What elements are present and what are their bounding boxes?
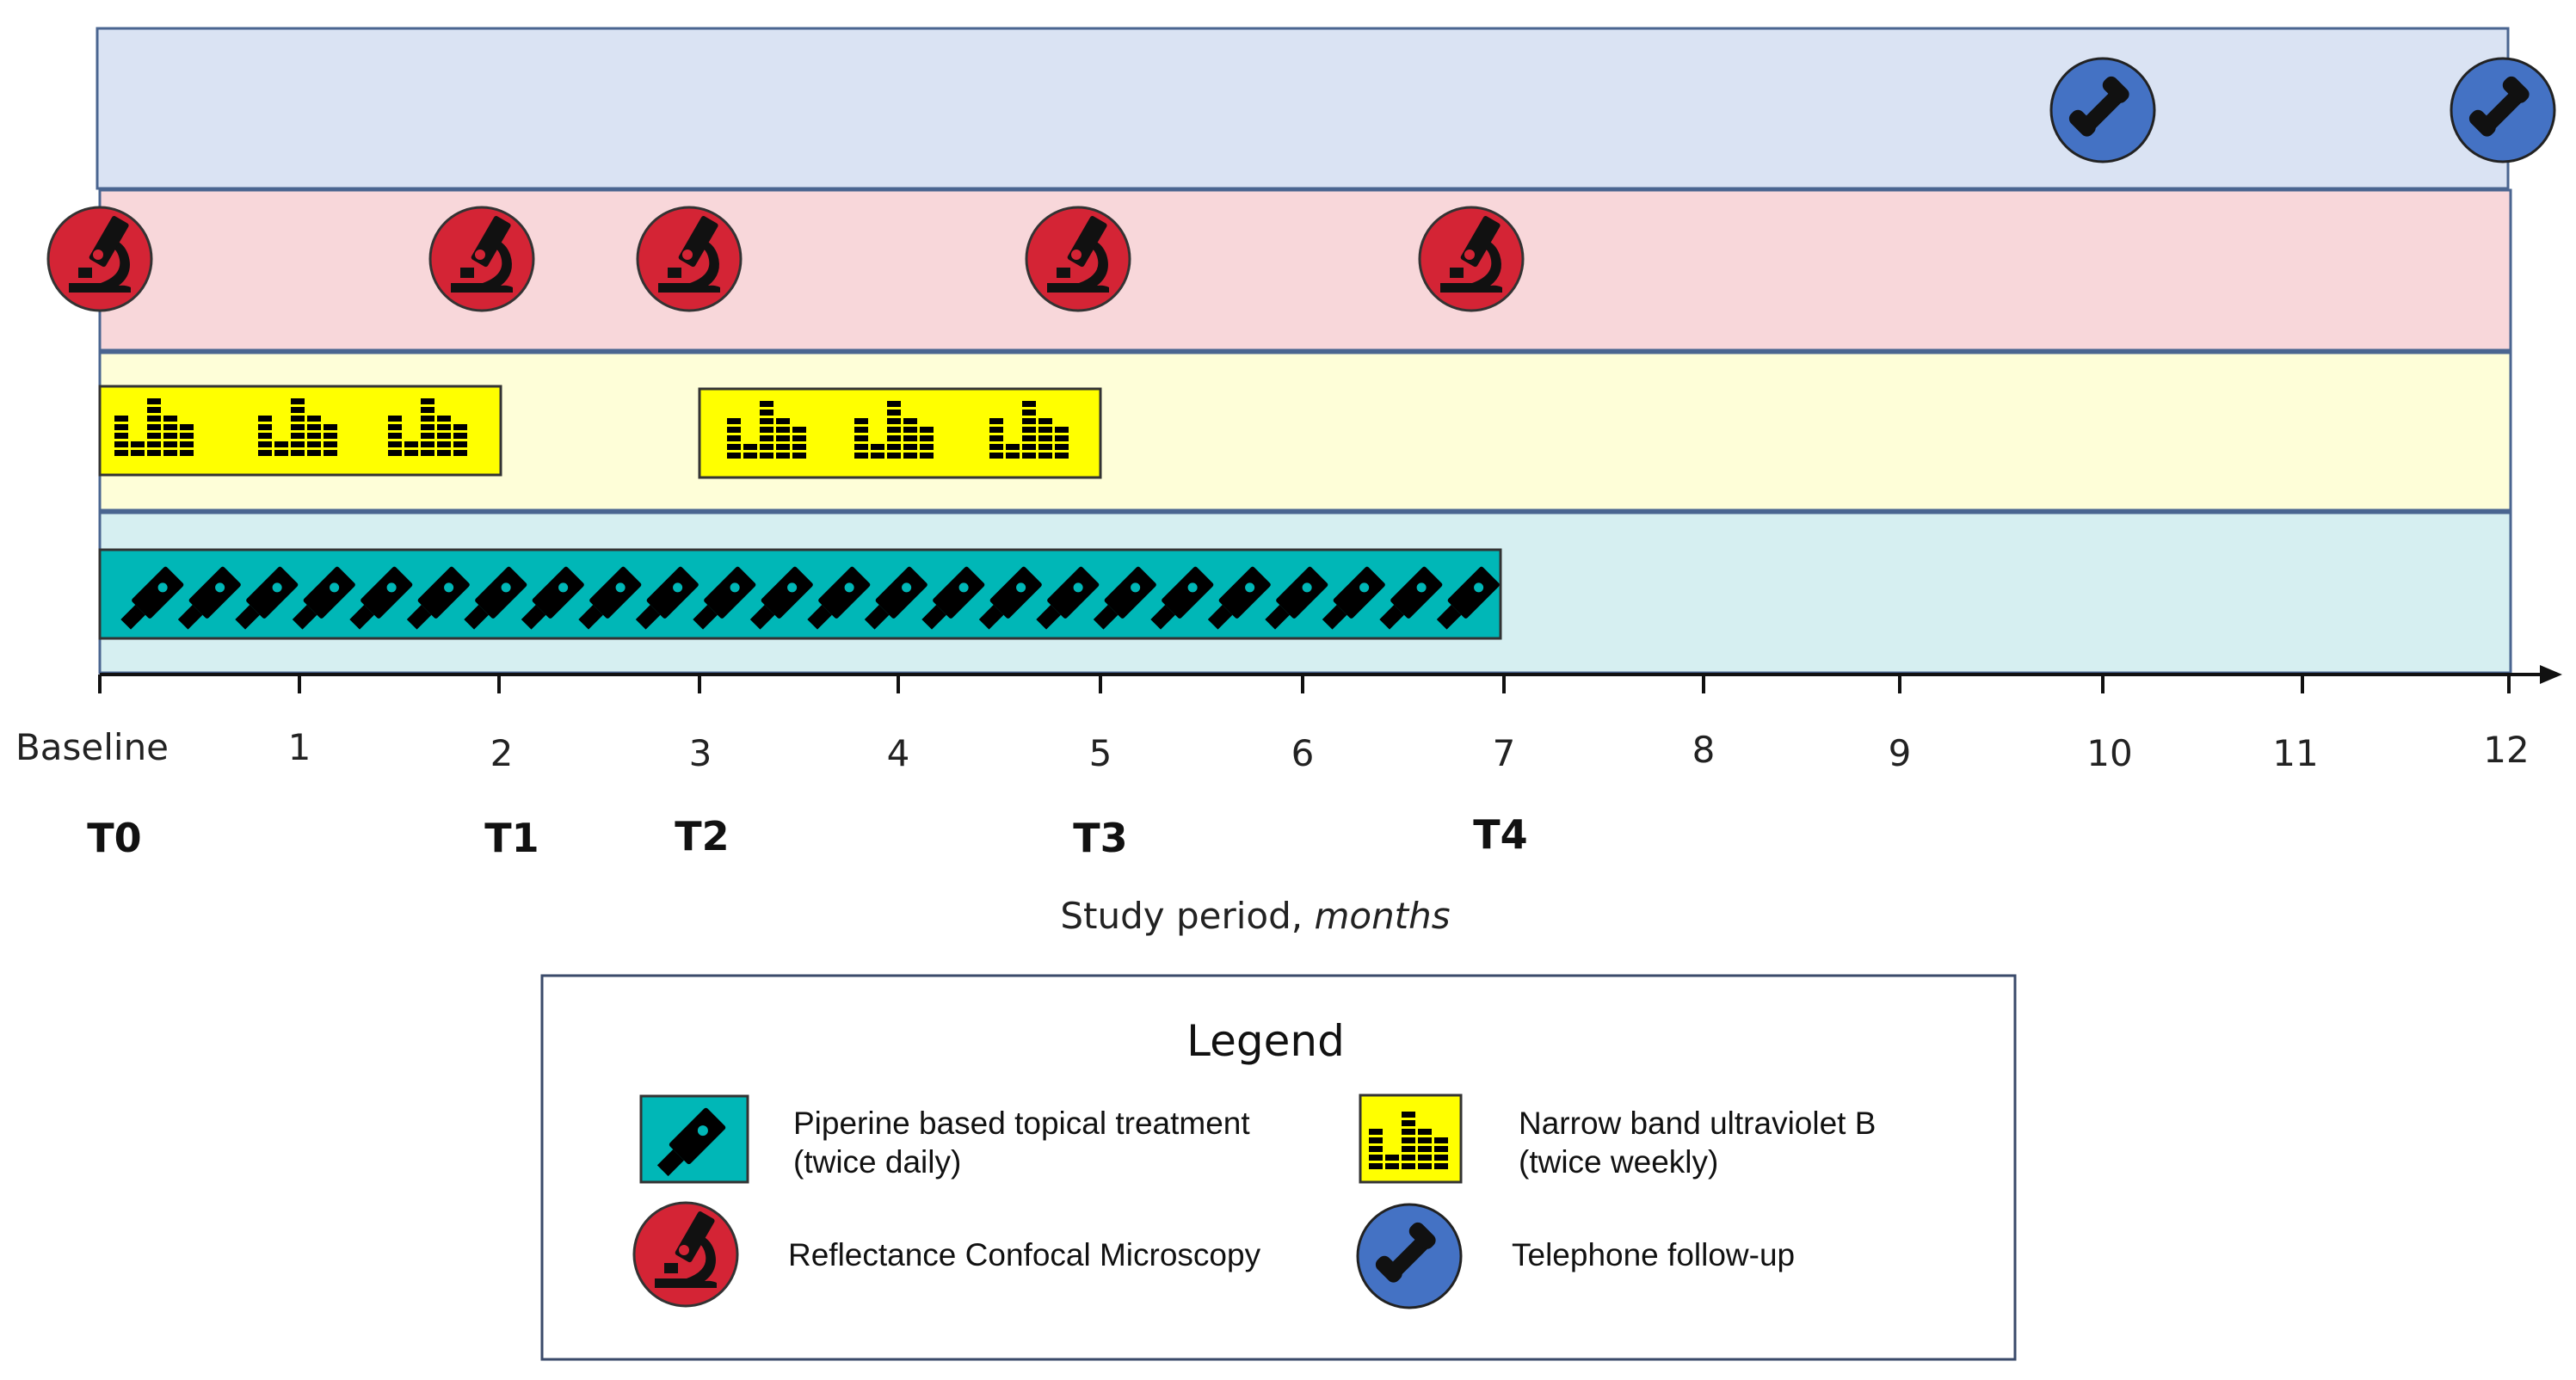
- axis-title-text: Study period,: [1060, 895, 1314, 937]
- axis-title-unit: months: [1314, 895, 1450, 937]
- telephone-icon: [2450, 57, 2556, 163]
- svg-text:(twice daily): (twice daily): [793, 1144, 961, 1180]
- svg-text:Reflectance Confocal Microscop: Reflectance Confocal Microscopy: [788, 1237, 1261, 1272]
- tick-label-baseline: Baseline: [15, 726, 169, 768]
- tick-label-9: 9: [1889, 732, 1912, 774]
- svg-text:Narrow band ultraviolet B: Narrow band ultraviolet B: [1519, 1106, 1876, 1141]
- microscope-icon: [632, 1201, 739, 1308]
- piperine-period: [98, 548, 1502, 640]
- svg-text:(twice weekly): (twice weekly): [1519, 1144, 1718, 1180]
- legend-item-piperine: Piperine based topical treatment (twice …: [639, 1094, 1250, 1184]
- axis-title: Study period, months: [1060, 895, 1450, 937]
- legend-item-nbuvb: Narrow band ultraviolet B (twice weekly): [1359, 1094, 1876, 1184]
- tick-label-7: 7: [1493, 732, 1516, 774]
- timepoint-label-t2: T2: [675, 813, 729, 859]
- tick-label-12: 12: [2483, 729, 2529, 771]
- legend-title: Legend: [1186, 1016, 1345, 1066]
- timepoint-label-t3: T3: [1073, 815, 1127, 861]
- legend-item-rcm: Reflectance Confocal Microscopy: [632, 1201, 1261, 1308]
- microscope-icon: [1025, 206, 1131, 312]
- telephone-icon: [1356, 1203, 1463, 1309]
- tick-label-2: 2: [490, 732, 514, 774]
- legend-piperine-line2: (twice daily): [793, 1144, 961, 1180]
- microscope-icon: [428, 206, 535, 312]
- microscope-icon: [636, 206, 743, 312]
- telephone-icon: [2049, 57, 2156, 163]
- timepoint-label-t1: T1: [484, 815, 539, 861]
- tick-label-5: 5: [1089, 732, 1112, 774]
- nbuvb-period-2: [698, 387, 1102, 479]
- tick-label-1: 1: [288, 726, 311, 768]
- microscope-icon: [46, 206, 153, 312]
- uvb-equalizer-icon: [1359, 1094, 1463, 1184]
- legend-telephone-label: Telephone follow-up: [1512, 1237, 1795, 1272]
- legend-nbuvb-line1: Narrow band ultraviolet B: [1519, 1106, 1876, 1141]
- legend: Legend Piperine based topical treatment …: [540, 974, 2017, 1361]
- legend-piperine-line1: Piperine based topical treatment: [793, 1106, 1250, 1141]
- timepoint-label-t4: T4: [1473, 811, 1527, 858]
- tick-label-8: 8: [1692, 729, 1716, 771]
- tick-label-10: 10: [2086, 732, 2132, 774]
- legend-item-telephone: Telephone follow-up: [1356, 1203, 1795, 1309]
- time-axis: [98, 665, 2562, 693]
- topical-tube-icon: [639, 1094, 749, 1184]
- tick-label-6: 6: [1291, 732, 1315, 774]
- svg-text:Telephone follow-up: Telephone follow-up: [1512, 1237, 1795, 1272]
- tick-label-11: 11: [2272, 732, 2318, 774]
- tick-label-4: 4: [887, 732, 910, 774]
- svg-text:Piperine based topical treatme: Piperine based topical treatment: [793, 1106, 1250, 1141]
- timepoint-label-t0: T0: [87, 815, 141, 861]
- legend-rcm-label: Reflectance Confocal Microscopy: [788, 1237, 1261, 1272]
- microscope-icon: [1418, 206, 1525, 312]
- legend-nbuvb-line2: (twice weekly): [1519, 1144, 1718, 1180]
- nbuvb-period-1: [98, 385, 502, 477]
- tick-label-3: 3: [689, 732, 712, 774]
